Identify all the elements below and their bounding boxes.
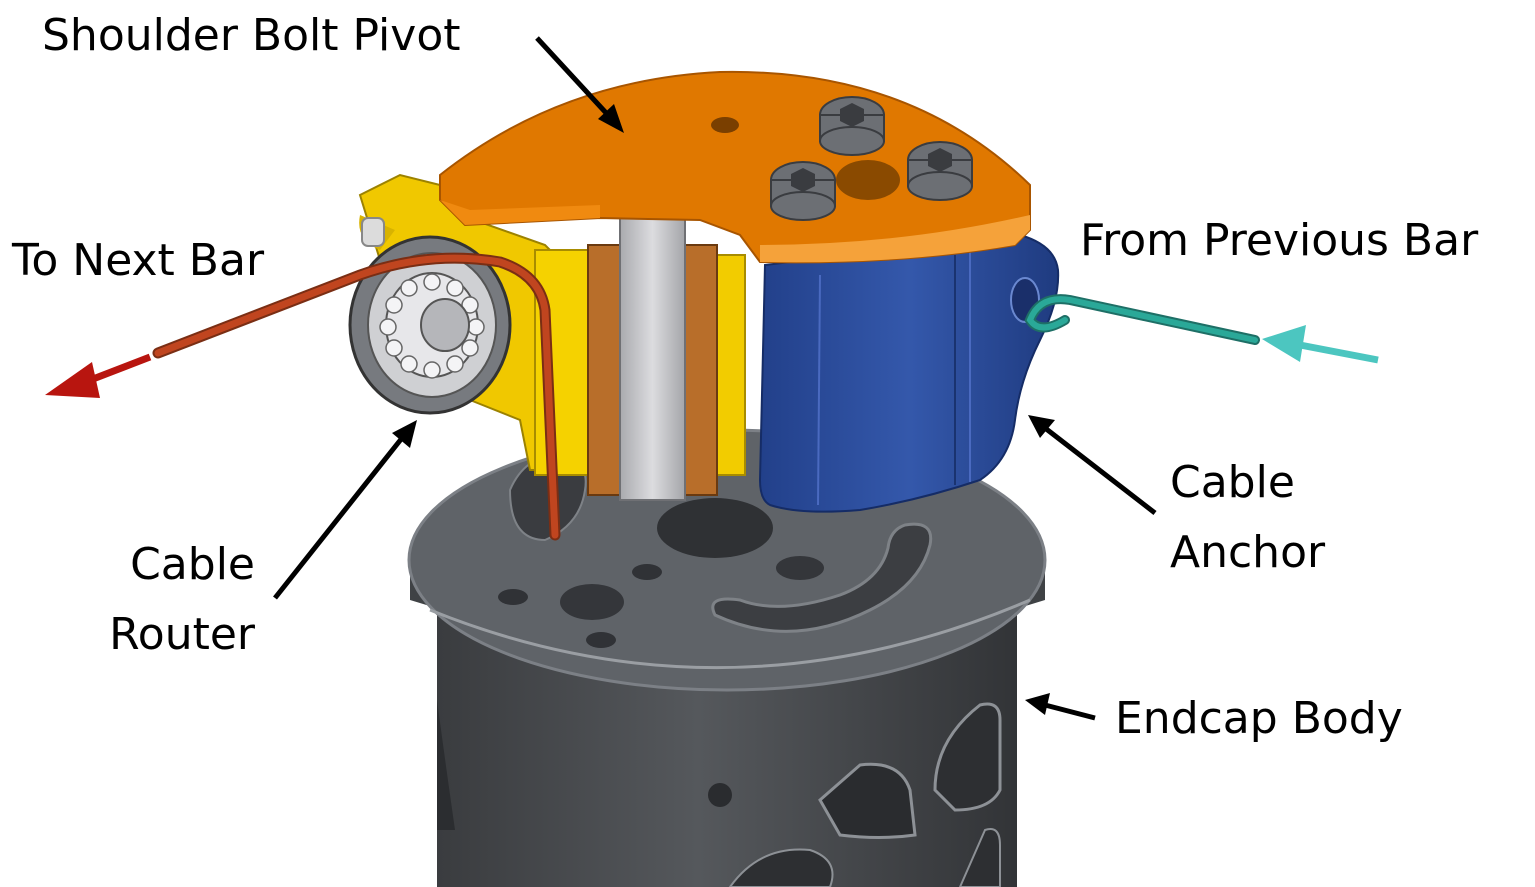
cable-router-label: Cable Router [90, 530, 255, 670]
cable-anchor-part [758, 233, 1060, 513]
endcap-body-leader [1025, 693, 1096, 721]
cable-router-leader [273, 420, 417, 600]
outgoing-cable [152, 252, 561, 541]
to-next-bar-label: To Next Bar [12, 235, 265, 286]
cable-anchor-label: Cable Anchor [1170, 448, 1325, 588]
leader-arrows [273, 36, 1157, 721]
to-next-bar-arrow [45, 353, 152, 398]
cable-anchor-label-line2: Anchor [1170, 527, 1326, 578]
bushings [587, 244, 718, 496]
endcap-curved-slot [711, 522, 933, 633]
endcap-center-hole [657, 498, 773, 558]
from-previous-bar-label: From Previous Bar [1080, 215, 1479, 266]
pivot-plate [439, 70, 1031, 264]
cable-anchor-leader [1028, 415, 1157, 515]
shoulder-bolt-pivot-leader [535, 36, 624, 133]
cable-router-label-line2: Router [109, 609, 255, 660]
endcap-body [407, 428, 1047, 887]
shoulder-bolt-pivot-label: Shoulder Bolt Pivot [42, 10, 461, 61]
cable-router-label-line1: Cable [130, 539, 255, 590]
incoming-cable [1024, 294, 1260, 345]
bearing-pulley [348, 235, 512, 415]
from-previous-bar-arrow [1262, 325, 1379, 364]
cable-anchor-label-line1: Cable [1170, 457, 1295, 508]
endcap-body-label: Endcap Body [1115, 693, 1403, 744]
